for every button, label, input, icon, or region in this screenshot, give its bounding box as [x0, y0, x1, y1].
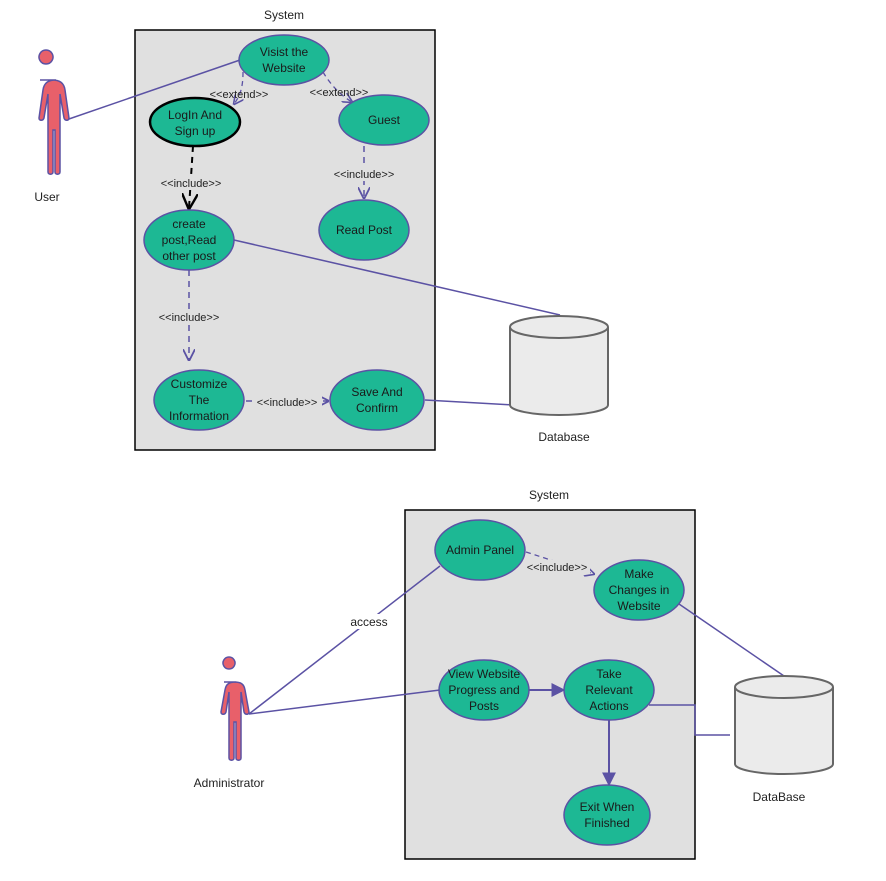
include-label-customize: <<include>> [159, 312, 220, 324]
usecase-admin-panel[interactable]: Admin Panel [434, 519, 526, 581]
take-database-association [649, 704, 730, 736]
database-2: DataBase [734, 675, 834, 804]
diagram-1: System <<extend>> <<extend>> <<include>>… [34, 8, 609, 451]
usecase-read-post[interactable]: Read Post [318, 199, 410, 261]
include-changes-arrow [525, 551, 594, 574]
save-database-association [424, 399, 515, 406]
administrator-figure-icon [220, 656, 250, 761]
include-label-bg [524, 560, 590, 574]
create-database-association [233, 239, 561, 316]
include-label-bg [252, 395, 322, 409]
diagram-2: System access <<include>> Admin Panel Ma… [194, 488, 834, 860]
include-label-create: <<include>> [161, 178, 222, 190]
svg-text:Guest: Guest [368, 113, 401, 127]
extend-label-guest: <<extend>> [310, 87, 369, 99]
database-2-label: DataBase [753, 790, 806, 804]
svg-text:Read Post: Read Post [336, 223, 393, 237]
extend-label-login: <<extend>> [210, 89, 269, 101]
admin-access-association [248, 565, 441, 715]
user-figure-icon [38, 49, 70, 175]
system-title-2: System [529, 488, 569, 502]
access-label: access [350, 615, 387, 629]
extend-login-arrow [234, 71, 243, 104]
system-title-1: System [264, 8, 304, 22]
user-visit-association [65, 59, 241, 121]
include-label-read: <<include>> [334, 169, 395, 181]
database-1: Database [509, 315, 609, 444]
actor-administrator-label: Administrator [194, 776, 265, 790]
access-label-bg [346, 614, 392, 629]
include-label-bg [329, 167, 399, 181]
actor-administrator[interactable]: Administrator [194, 656, 265, 790]
usecase-guest[interactable]: Guest [338, 94, 430, 146]
extend-guest-arrow [322, 71, 352, 102]
actor-user-label: User [34, 190, 59, 204]
include-label-save: <<include>> [257, 397, 318, 409]
admin-view-association [248, 689, 441, 715]
svg-text:Admin Panel: Admin Panel [446, 543, 514, 557]
include-label-changes: <<include>> [527, 562, 588, 574]
include-label-bg [154, 310, 224, 324]
changes-database-association [678, 603, 785, 677]
database-1-label: Database [538, 430, 590, 444]
actor-user[interactable]: User [34, 49, 70, 204]
include-label-bg [156, 176, 226, 190]
